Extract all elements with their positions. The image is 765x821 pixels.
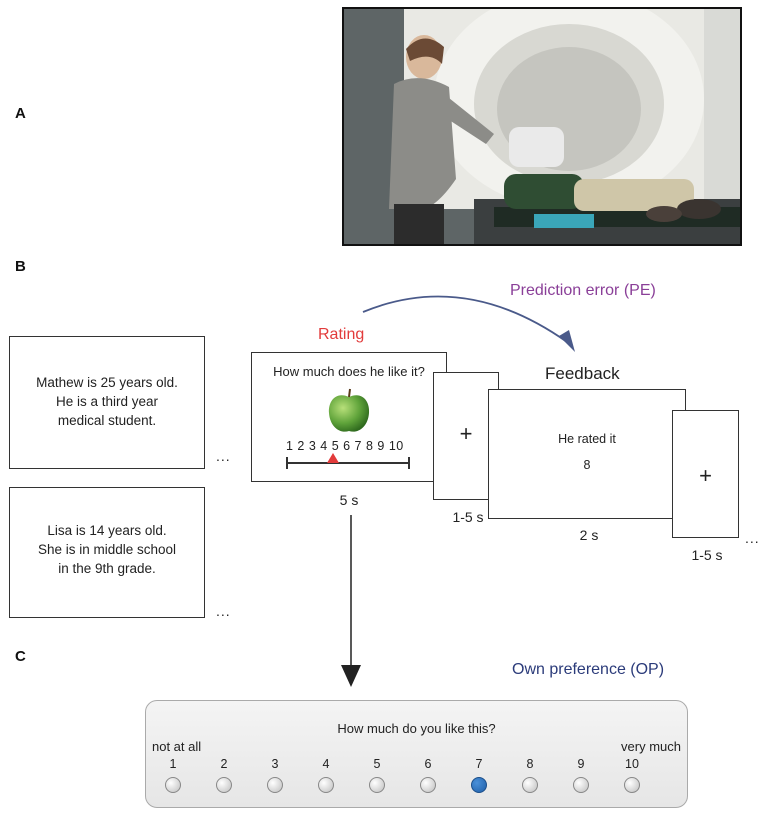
option-radio-4[interactable]	[318, 777, 334, 793]
option-number: 3	[271, 757, 279, 771]
rating-slider-track	[286, 462, 410, 464]
vignette-line: Mathew is 25 years old.	[36, 375, 178, 390]
rating-marker-triangle	[327, 453, 340, 463]
vignette-line: Lisa is 14 years old.	[47, 523, 167, 538]
option-radio-9[interactable]	[573, 777, 589, 793]
option-radio-7[interactable]	[471, 777, 487, 793]
option-radio-10[interactable]	[624, 777, 640, 793]
vignette-line: in the 9th grade.	[58, 561, 156, 576]
prediction-error-label: Prediction error (PE)	[510, 282, 656, 299]
vignette-line: He is a third year	[55, 394, 159, 409]
option-number: 1	[169, 757, 177, 771]
down-arrow	[341, 515, 361, 687]
ellipsis: ...	[745, 530, 760, 546]
option-number: 2	[220, 757, 228, 771]
rating-screen: How much does he like it? 1 2 3 4 5 6 7 …	[251, 352, 447, 482]
feedback-text: He rated it	[558, 432, 616, 446]
vignette-line: medical student.	[57, 413, 157, 428]
ellipsis: ...	[216, 603, 231, 619]
option-radio-2[interactable]	[216, 777, 232, 793]
mri-scanner-photo	[342, 7, 742, 246]
fixation-screen-2: +	[672, 410, 739, 538]
panel-label-a: A	[15, 105, 26, 122]
option-number: 6	[424, 757, 432, 771]
option-number: 10	[625, 757, 639, 771]
option-number: 9	[577, 757, 585, 771]
rating-label: Rating	[318, 326, 365, 343]
rating-duration: 5 s	[339, 492, 359, 508]
apple-icon	[328, 388, 370, 432]
option-radio-3[interactable]	[267, 777, 283, 793]
feedback-duration: 2 s	[579, 527, 599, 543]
own-preference-label: Own preference (OP)	[512, 661, 665, 678]
feedback-value: 8	[583, 458, 591, 472]
option-radio-1[interactable]	[165, 777, 181, 793]
feedback-screen: He rated it 8	[488, 389, 686, 519]
option-number: 7	[475, 757, 483, 771]
low-anchor-label: not at all	[152, 739, 202, 754]
panel-label-b: B	[15, 258, 26, 275]
own-preference-panel: How much do you like this? not at all ve…	[145, 700, 688, 808]
panel-label-c: C	[15, 648, 26, 665]
slider-end-right	[408, 457, 410, 469]
vignette-card-2: Lisa is 14 years old. She is in middle s…	[9, 487, 205, 618]
option-number: 8	[526, 757, 534, 771]
ellipsis: ...	[216, 448, 231, 464]
feedback-title: Feedback	[545, 364, 620, 383]
high-anchor-label: very much	[621, 739, 681, 754]
prediction-error-arrow	[362, 295, 575, 352]
option-radio-6[interactable]	[420, 777, 436, 793]
vignette-line: She is in middle school	[37, 542, 177, 557]
option-number: 4	[322, 757, 330, 771]
option-number: 5	[373, 757, 381, 771]
vignette-card-1: Mathew is 25 years old. He is a third ye…	[9, 336, 205, 469]
rating-question: How much does he like it?	[273, 364, 425, 379]
option-radio-5[interactable]	[369, 777, 385, 793]
fixation-cross: +	[459, 421, 473, 446]
own-preference-question: How much do you like this?	[337, 721, 496, 736]
slider-end-left	[286, 457, 288, 469]
fixation-cross: +	[699, 463, 712, 488]
fixation-2-duration: 1-5 s	[691, 547, 723, 563]
option-radio-8[interactable]	[522, 777, 538, 793]
rating-scale-numbers: 1 2 3 4 5 6 7 8 9 10	[286, 439, 404, 453]
fixation-1-duration: 1-5 s	[452, 509, 484, 525]
